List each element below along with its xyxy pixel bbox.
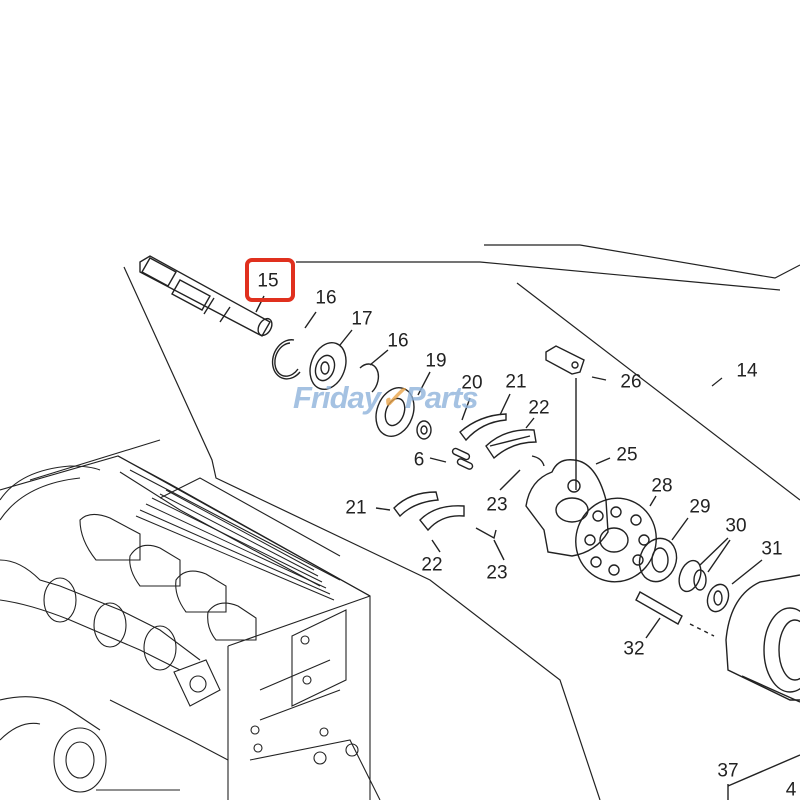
bearing-part-17 <box>309 329 353 390</box>
part-label-16a[interactable]: 16 <box>315 287 337 309</box>
bearing-shell-21-lower <box>375 491 439 518</box>
part-label-20[interactable]: 20 <box>461 372 483 394</box>
part-label-30[interactable]: 30 <box>725 515 747 537</box>
key-part-6 <box>429 447 474 470</box>
part-15-highlight-box <box>245 258 295 302</box>
gear-part-29 <box>638 517 689 583</box>
bearing-shell-21-22 <box>485 393 537 460</box>
part-label-32[interactable]: 32 <box>623 638 645 660</box>
part-label-25[interactable]: 25 <box>616 444 638 466</box>
shaft-part-15 <box>139 255 273 337</box>
part-label-14[interactable]: 14 <box>736 360 758 382</box>
gear-part-19 <box>375 371 432 440</box>
part-label-16b[interactable]: 16 <box>387 330 409 352</box>
part-label-21b[interactable]: 21 <box>345 497 367 519</box>
pin-part-32 <box>635 591 715 639</box>
part-label-17[interactable]: 17 <box>351 308 373 330</box>
motor-housing <box>725 574 800 703</box>
part-label-6[interactable]: 6 <box>413 449 425 471</box>
housing-part-25 <box>525 455 611 557</box>
watermark-check-icon: ✓ <box>380 380 406 415</box>
part-label-26[interactable]: 26 <box>620 371 642 393</box>
part-label-19[interactable]: 19 <box>425 350 447 372</box>
part-label-29[interactable]: 29 <box>689 496 711 518</box>
washer-part-30 <box>678 537 731 593</box>
part-label-22a[interactable]: 22 <box>528 397 550 419</box>
watermark: Friday✓Parts <box>293 380 479 416</box>
engine-block <box>0 439 381 800</box>
callout-boundary-lines <box>123 244 800 800</box>
bearing-part-31 <box>706 559 763 613</box>
part-label-22b[interactable]: 22 <box>421 554 443 576</box>
part-label-23b[interactable]: 23 <box>486 562 508 584</box>
part-label-21a[interactable]: 21 <box>505 371 527 393</box>
part-label-28[interactable]: 28 <box>651 475 673 497</box>
bearing-shell-22-lower <box>419 505 465 553</box>
part-label-31[interactable]: 31 <box>761 538 783 560</box>
bearing-shell-20 <box>459 397 507 442</box>
snap-ring-16a <box>271 311 317 380</box>
part-label-15[interactable]: 15 <box>257 270 279 292</box>
part-label-37[interactable]: 37 <box>717 760 739 782</box>
plate-part-26 <box>545 345 607 490</box>
pin-part-23 <box>475 469 521 561</box>
part-label-4-partial[interactable]: 4 <box>785 779 797 801</box>
watermark-text-b: Parts <box>405 380 479 415</box>
part-label-23a[interactable]: 23 <box>486 494 508 516</box>
callout-37-lines <box>727 754 800 800</box>
gear-part-28 <box>575 495 657 583</box>
watermark-text-a: Friday <box>293 380 381 415</box>
snap-ring-16b <box>359 349 389 393</box>
